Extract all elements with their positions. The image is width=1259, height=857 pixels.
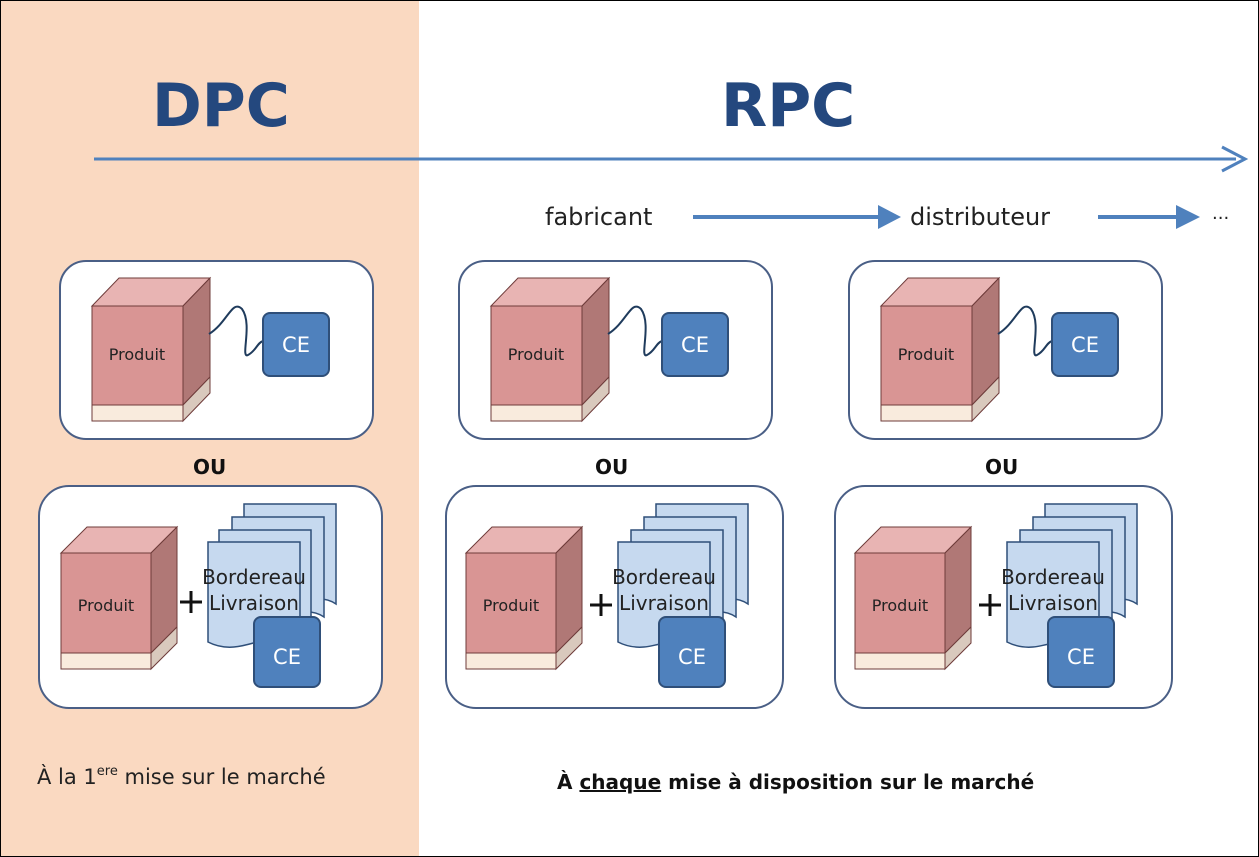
ce-label-tag — [253, 616, 321, 688]
flow-arrow-2 — [1098, 205, 1200, 229]
option-box-product-document-fabricant — [445, 485, 784, 709]
ce-tether — [208, 305, 264, 357]
ce-label: CE — [1071, 333, 1099, 357]
timeline-arrow — [94, 145, 1249, 173]
ce-label: CE — [681, 333, 709, 357]
flow-ellipsis: ... — [1212, 203, 1230, 224]
product-cube — [464, 525, 584, 671]
product-label: Produit — [483, 596, 539, 615]
option-box-product-document-distributeur — [834, 485, 1173, 709]
document-label-line2: Livraison — [619, 591, 709, 615]
flow-arrow-1 — [693, 205, 901, 229]
caption-rpc: À chaque mise à disposition sur le march… — [557, 772, 1034, 792]
product-cube — [489, 276, 611, 423]
product-label: Produit — [898, 345, 954, 364]
ce-label-tag — [1051, 312, 1119, 377]
or-label-dpc: OU — [193, 455, 227, 479]
product-label: Produit — [508, 345, 564, 364]
ce-label-tag — [262, 312, 330, 377]
option-box-product-label-fabricant — [458, 260, 773, 440]
caption-dpc: À la 1ere mise sur le marché — [37, 764, 326, 789]
document-label-line2: Livraison — [1008, 591, 1098, 615]
option-box-product-document-dpc — [38, 485, 383, 709]
ce-tether — [997, 305, 1053, 357]
option-box-product-label-distributeur — [848, 260, 1163, 440]
product-cube — [853, 525, 973, 671]
product-label: Produit — [109, 345, 165, 364]
caption-rpc-post: mise à disposition sur le marché — [661, 770, 1035, 794]
caption-rpc-underlined: chaque — [579, 770, 662, 794]
document-label-line1: Bordereau — [202, 565, 306, 589]
ce-label: CE — [1067, 645, 1095, 669]
document-label-line1: Bordereau — [1001, 565, 1105, 589]
product-label: Produit — [78, 596, 134, 615]
heading-dpc: DPC — [152, 71, 290, 141]
plus-icon — [590, 594, 612, 616]
ce-label: CE — [273, 645, 301, 669]
product-cube — [59, 525, 179, 671]
plus-icon — [979, 594, 1001, 616]
or-label-fabricant: OU — [595, 455, 629, 479]
flow-label-fabricant: fabricant — [545, 203, 653, 231]
caption-rpc-pre: À — [557, 770, 580, 794]
ce-label-tag — [661, 312, 729, 377]
delivery-note-stack — [1006, 503, 1138, 648]
product-cube — [879, 276, 1001, 423]
option-box-product-label-dpc — [59, 260, 374, 440]
caption-dpc-pre: À la 1 — [37, 765, 97, 789]
ce-tether — [607, 305, 663, 357]
caption-dpc-post: mise sur le marché — [117, 765, 326, 789]
ce-label-tag — [1047, 616, 1115, 688]
heading-rpc: RPC — [721, 71, 856, 141]
diagram-text: Produit Produit Produit CE CE CE Produit… — [78, 333, 1105, 669]
document-label-line2: Livraison — [209, 591, 299, 615]
product-label: Produit — [872, 596, 928, 615]
or-label-distributeur: OU — [985, 455, 1019, 479]
document-label-line1: Bordereau — [612, 565, 716, 589]
caption-dpc-sup: ere — [96, 764, 118, 779]
ce-label-tag — [658, 616, 726, 688]
flow-label-distributeur: distributeur — [910, 203, 1051, 231]
product-cube — [90, 276, 212, 423]
ce-label: CE — [678, 645, 706, 669]
ce-label: CE — [282, 333, 310, 357]
plus-icon — [180, 591, 202, 613]
